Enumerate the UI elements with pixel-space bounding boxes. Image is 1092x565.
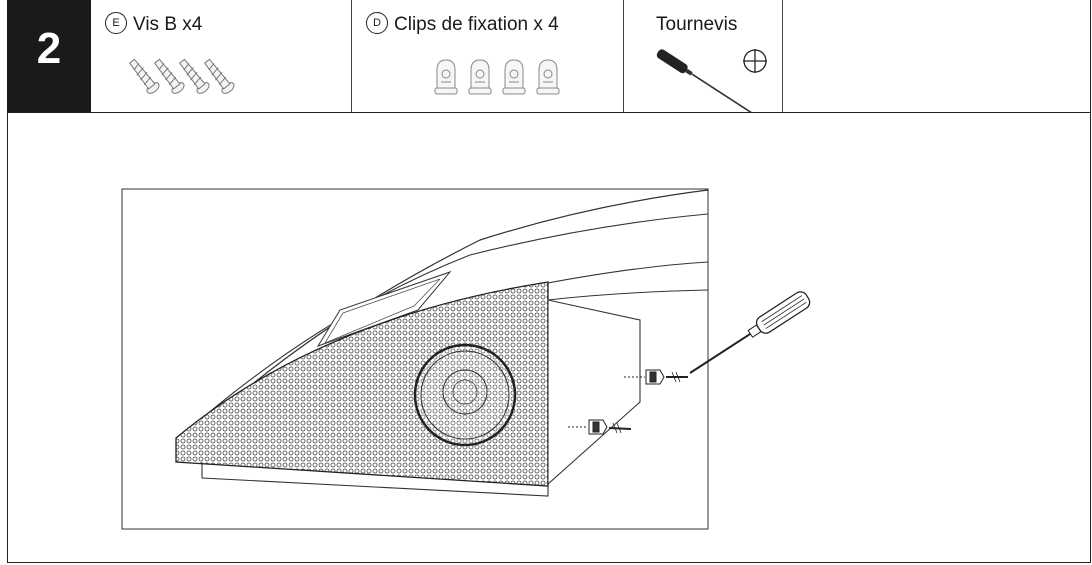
screwdriver-illustration xyxy=(656,49,753,112)
part-cell-clips: D Clips de fixation x 4 xyxy=(352,0,624,112)
step-number: 2 xyxy=(7,0,91,112)
step-number-text: 2 xyxy=(36,24,62,73)
housing-base xyxy=(201,462,549,497)
speaker-cone xyxy=(413,343,517,447)
part-label-clips: Clips de fixation x 4 xyxy=(394,14,559,36)
page-frame xyxy=(7,0,1091,563)
part-cell-screws: E Vis B x4 xyxy=(91,0,352,112)
tool-title: Tournevis xyxy=(656,14,738,35)
clip-screw-upper xyxy=(624,369,688,385)
part-title-screws: E Vis B x4 xyxy=(105,12,203,36)
part-label-screws: Vis B x4 xyxy=(133,14,203,36)
tool-cell-screwdriver: Tournevis xyxy=(624,0,783,112)
part-letter-badge: E xyxy=(105,12,127,34)
clip-screw-lower xyxy=(568,419,632,435)
housing-inner-curve xyxy=(199,213,709,421)
side-panel xyxy=(547,299,641,486)
part-letter-badge: D xyxy=(366,12,388,34)
screws-illustration xyxy=(129,58,235,94)
screwdriver-in-use xyxy=(689,291,811,374)
speaker-grille xyxy=(175,281,549,487)
phillips-icon xyxy=(743,49,767,73)
clips-illustration xyxy=(434,59,560,95)
part-title-clips: D Clips de fixation x 4 xyxy=(366,12,559,36)
header-divider xyxy=(7,112,1091,113)
illustration-border xyxy=(121,188,709,530)
